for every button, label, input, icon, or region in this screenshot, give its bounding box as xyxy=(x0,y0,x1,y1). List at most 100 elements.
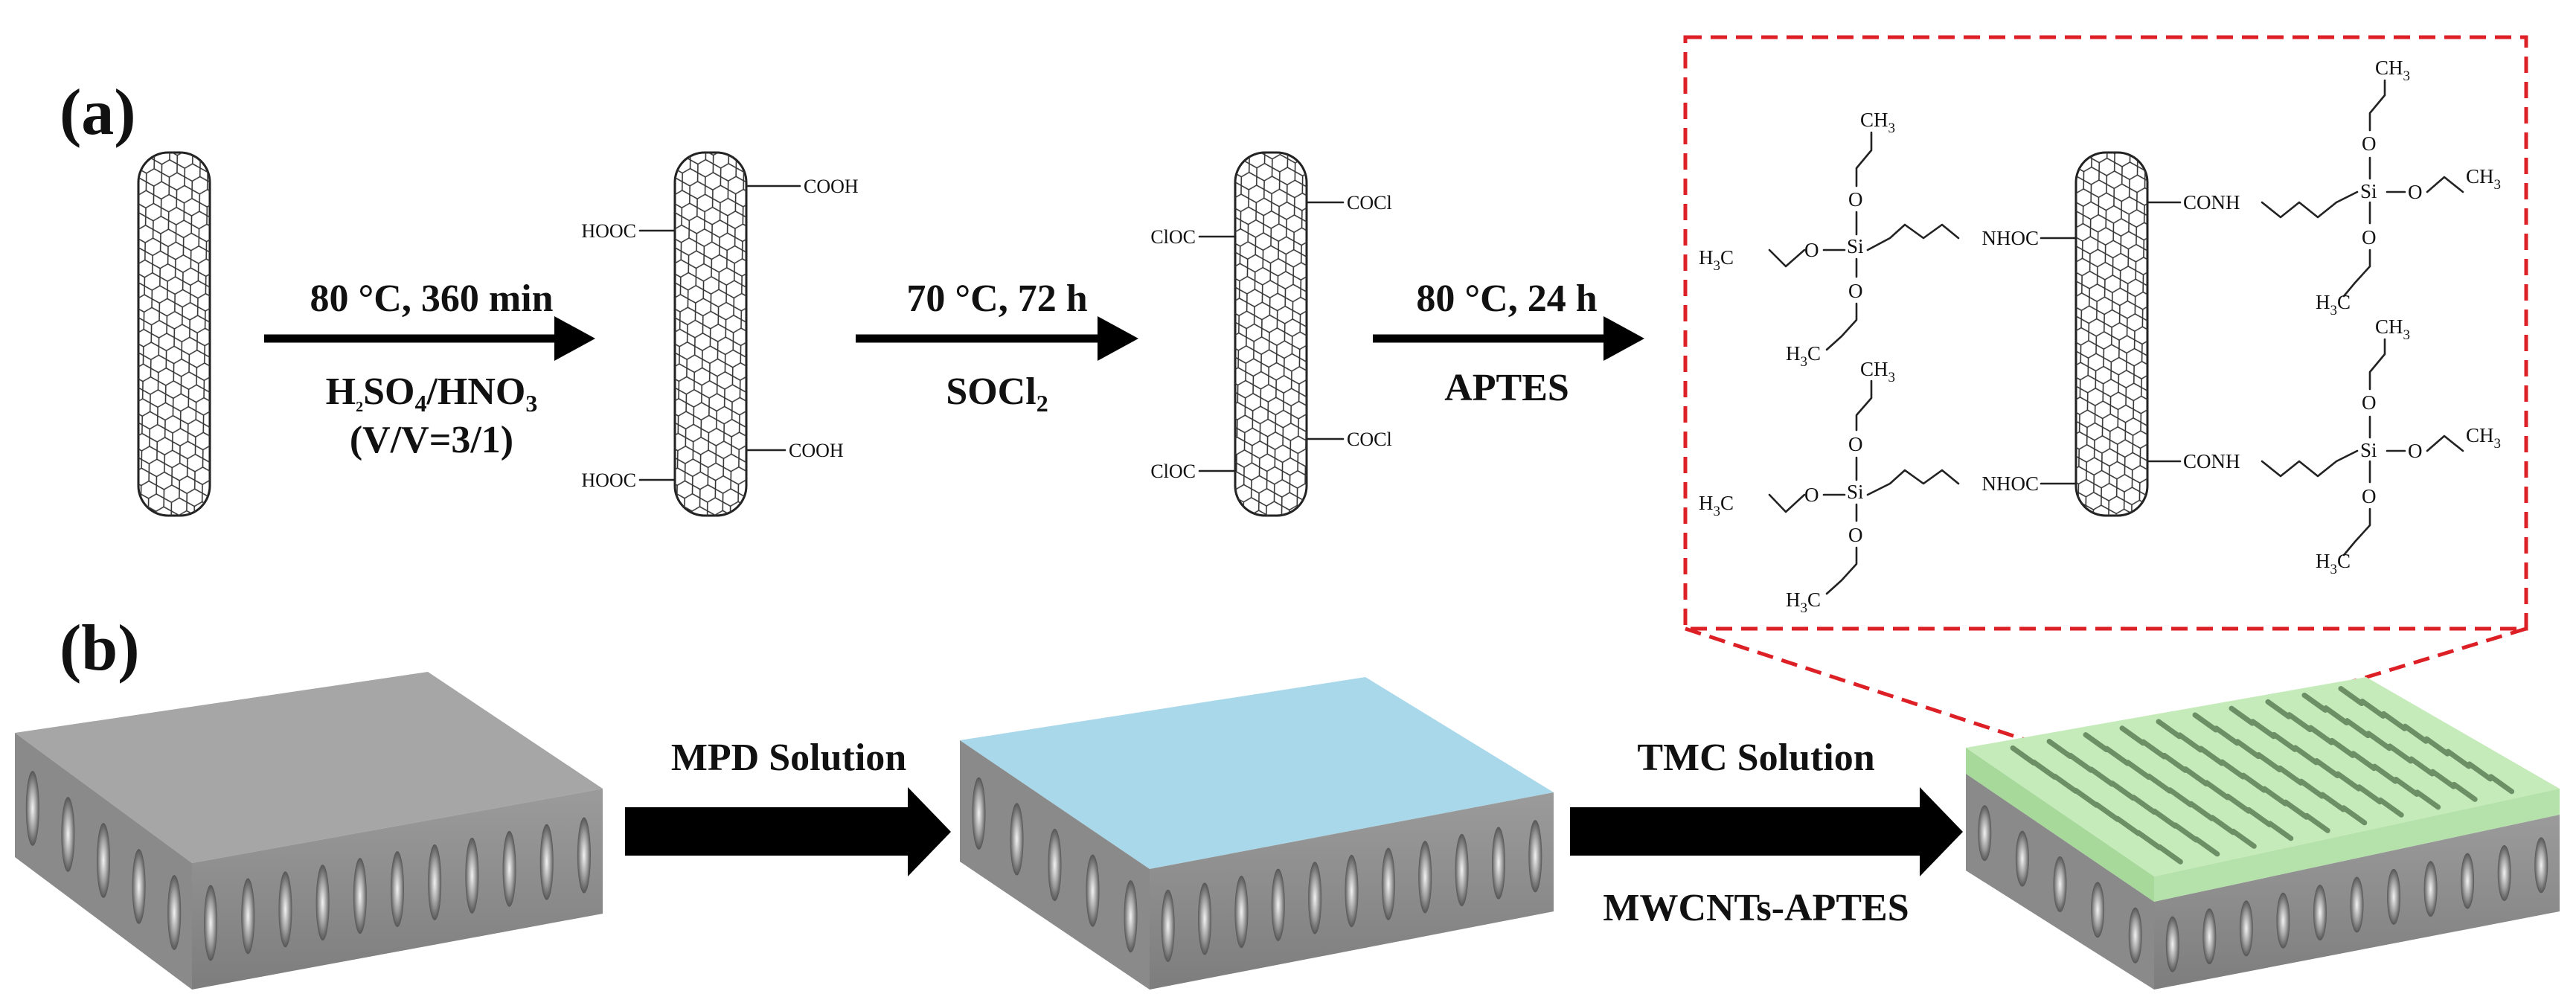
pore xyxy=(353,858,367,934)
nanotube-mark xyxy=(2109,780,2136,801)
nanotube-mark xyxy=(2140,739,2167,760)
nanotube-mark xyxy=(2194,836,2220,857)
svg-text:CH3: CH3 xyxy=(1860,358,1895,385)
nanotube-mark xyxy=(2402,723,2429,744)
group-cocl: COCl xyxy=(1347,429,1392,450)
svg-text:O: O xyxy=(2362,132,2377,155)
svg-text:O: O xyxy=(1848,188,1863,211)
pore xyxy=(1381,847,1395,920)
nanotube-mark xyxy=(2371,763,2398,784)
svg-text:O: O xyxy=(2362,391,2377,414)
pore xyxy=(1528,820,1542,893)
nanotube-mark xyxy=(2214,725,2240,746)
group-cloc: ClOC xyxy=(1150,226,1196,248)
nanotube-mark xyxy=(2089,766,2115,787)
nanotube-mark xyxy=(2271,731,2298,752)
group-cloc: ClOC xyxy=(1150,461,1196,482)
pore xyxy=(1161,889,1175,962)
nanotube-mark xyxy=(2083,732,2109,753)
pore xyxy=(1048,828,1062,902)
svg-text:O: O xyxy=(2362,226,2377,248)
pore xyxy=(577,817,591,894)
nanotube-mark xyxy=(2323,705,2350,726)
nanotube-mark xyxy=(2298,778,2325,799)
nanotube-carboxylated: COOH HOOC COOH HOOC xyxy=(581,151,859,517)
svg-text:CH3: CH3 xyxy=(1860,109,1895,136)
pore xyxy=(204,885,218,961)
silane-top-right: CONH Si O CH3 O CH3 O H3C xyxy=(2146,57,2501,318)
step1-conditions: 80 °C, 360 min xyxy=(310,278,553,320)
membrane-tfn xyxy=(1966,677,2560,990)
svg-text:O: O xyxy=(2408,181,2423,203)
pore xyxy=(315,865,330,941)
pore xyxy=(1491,827,1505,900)
svg-text:O: O xyxy=(1804,484,1819,506)
pore xyxy=(25,771,39,846)
nanotube-mark xyxy=(2104,746,2130,766)
panel-a-label: (a) xyxy=(60,77,136,149)
nanotube-mark xyxy=(2283,799,2310,820)
svg-text:H3C: H3C xyxy=(1699,246,1734,274)
nanotube-mark xyxy=(2156,844,2183,865)
nanotube-mark xyxy=(2304,812,2330,833)
svg-text:Si: Si xyxy=(1847,481,1864,503)
nanotube-mark xyxy=(2225,793,2252,814)
nanotube-mark xyxy=(2293,745,2319,766)
nanotube-mark xyxy=(2351,751,2377,772)
group-hooc: HOOC xyxy=(581,220,636,242)
nanotube-mark xyxy=(2250,719,2277,740)
nanotube-mark xyxy=(2381,711,2408,731)
pore xyxy=(1418,841,1432,914)
nanotube-mark xyxy=(2344,718,2371,739)
pore xyxy=(167,875,182,950)
nanotube-mark xyxy=(2067,752,2094,773)
pore xyxy=(539,824,554,900)
nanotube-mark xyxy=(2010,745,2037,766)
nanotube-mark xyxy=(2173,822,2199,843)
nanotube-acyl-chloride: COCl ClOC COCl ClOC xyxy=(1150,151,1392,517)
pore xyxy=(2461,853,2475,909)
nanotube-mark xyxy=(2359,698,2386,719)
nanotube-mark xyxy=(2119,725,2146,746)
svg-text:Si: Si xyxy=(2360,439,2377,461)
nanotube-mark xyxy=(2329,737,2356,758)
inset-mwcnt-aptes-structure: NHOC Si O CH3 O H3C O H3C NHOC Si O CH3 xyxy=(1683,35,2528,631)
nanotube-mark xyxy=(2136,830,2162,850)
nanotube-mark xyxy=(2387,743,2414,764)
pore xyxy=(1198,882,1212,955)
nanotube-mark xyxy=(2246,807,2272,828)
pore xyxy=(502,830,516,907)
nanotube-mark xyxy=(2234,739,2261,760)
pore xyxy=(2534,837,2548,894)
reaction-step-3: 80 °C, 24 h APTES xyxy=(1373,278,1644,409)
nanotube-mark xyxy=(2151,808,2178,829)
nanotube-mark xyxy=(2115,815,2141,836)
pore xyxy=(2202,908,2217,965)
pore xyxy=(1086,854,1100,927)
svg-text:O: O xyxy=(2408,440,2423,462)
nanotube-mark xyxy=(2451,781,2478,802)
nanotube-mark xyxy=(2182,766,2209,787)
nanotube-mark xyxy=(2130,795,2157,815)
pore xyxy=(2497,844,2511,901)
pore xyxy=(1234,875,1249,949)
svg-text:O: O xyxy=(1804,239,1819,261)
svg-text:H3C: H3C xyxy=(2316,291,2351,318)
nanotube-mark xyxy=(2319,792,2346,812)
svg-text:O: O xyxy=(1848,280,1863,302)
nanotube-mark xyxy=(2277,765,2304,786)
step1-reagents: H2SO4/HNO3 xyxy=(326,371,538,417)
membrane-substrate xyxy=(15,672,603,990)
nanotube-mark xyxy=(2488,774,2515,795)
nanotube-mark xyxy=(2356,784,2383,805)
pore xyxy=(97,823,110,898)
svg-text:Si: Si xyxy=(2360,180,2377,202)
group-cooh: COOH xyxy=(804,176,859,197)
nanotube-mark xyxy=(2365,731,2392,751)
nanotube-mark xyxy=(2073,787,2100,808)
nanotube-mark xyxy=(2219,759,2246,780)
nanotube-mark xyxy=(2415,789,2441,810)
step3-reagent: APTES xyxy=(1444,367,1569,409)
step3-conditions: 80 °C, 24 h xyxy=(1416,278,1597,320)
nanotube-mark xyxy=(2146,773,2173,794)
